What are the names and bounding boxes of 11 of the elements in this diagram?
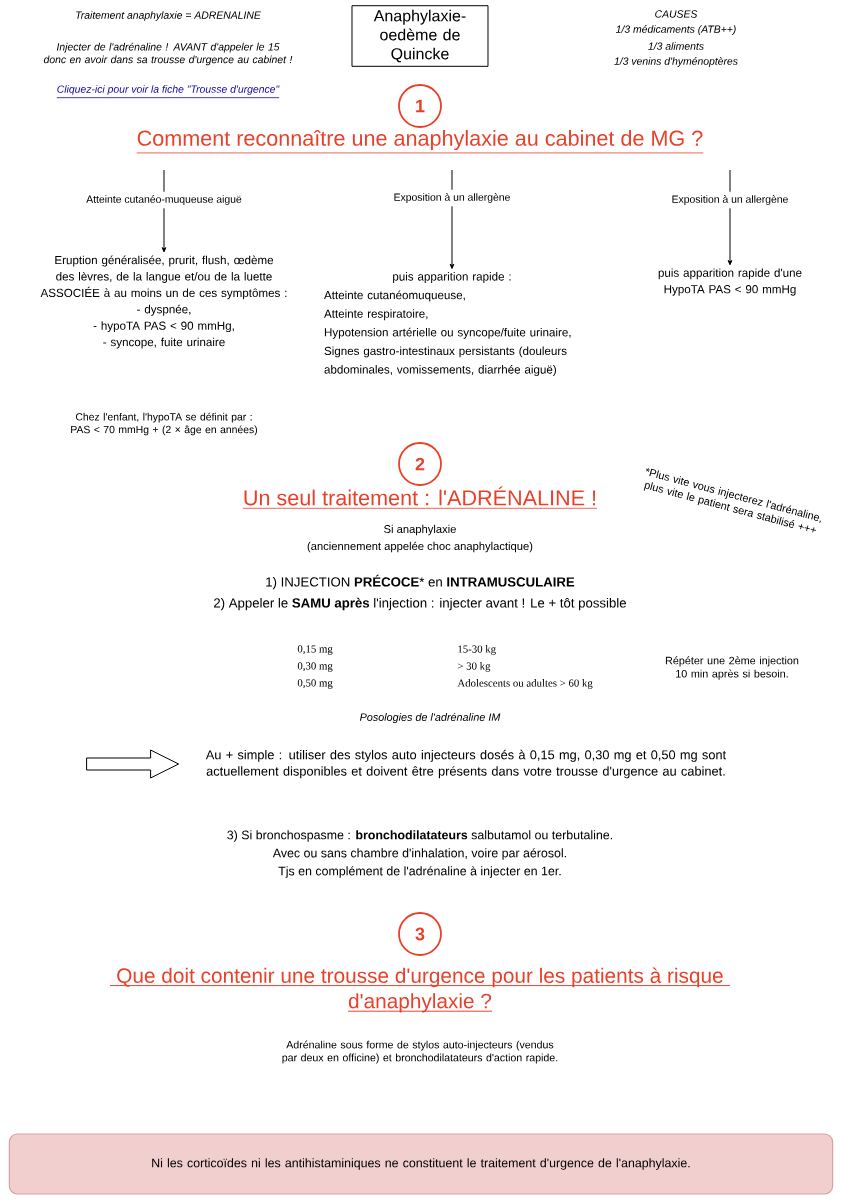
connector-line: [163, 169, 165, 193]
block-arrow: [86, 749, 180, 779]
connector-line: [451, 169, 453, 191]
title-box: Anaphylaxie-oedème de Quincke: [351, 5, 489, 67]
section-heading: Comment reconnaître une anaphylaxie au cabinet de MG ?: [136, 129, 704, 154]
section-heading: Un seul traitement : l'ADRÉNALINE !: [242, 486, 598, 509]
arrow: [449, 205, 455, 269]
section-heading: Que doit contenir une trousse d'urgence pour les patients à risque d'anaphylaxie ?: [109, 967, 731, 1013]
arrow: [161, 207, 167, 253]
connector-line: [729, 169, 731, 193]
arrow: [727, 207, 733, 266]
